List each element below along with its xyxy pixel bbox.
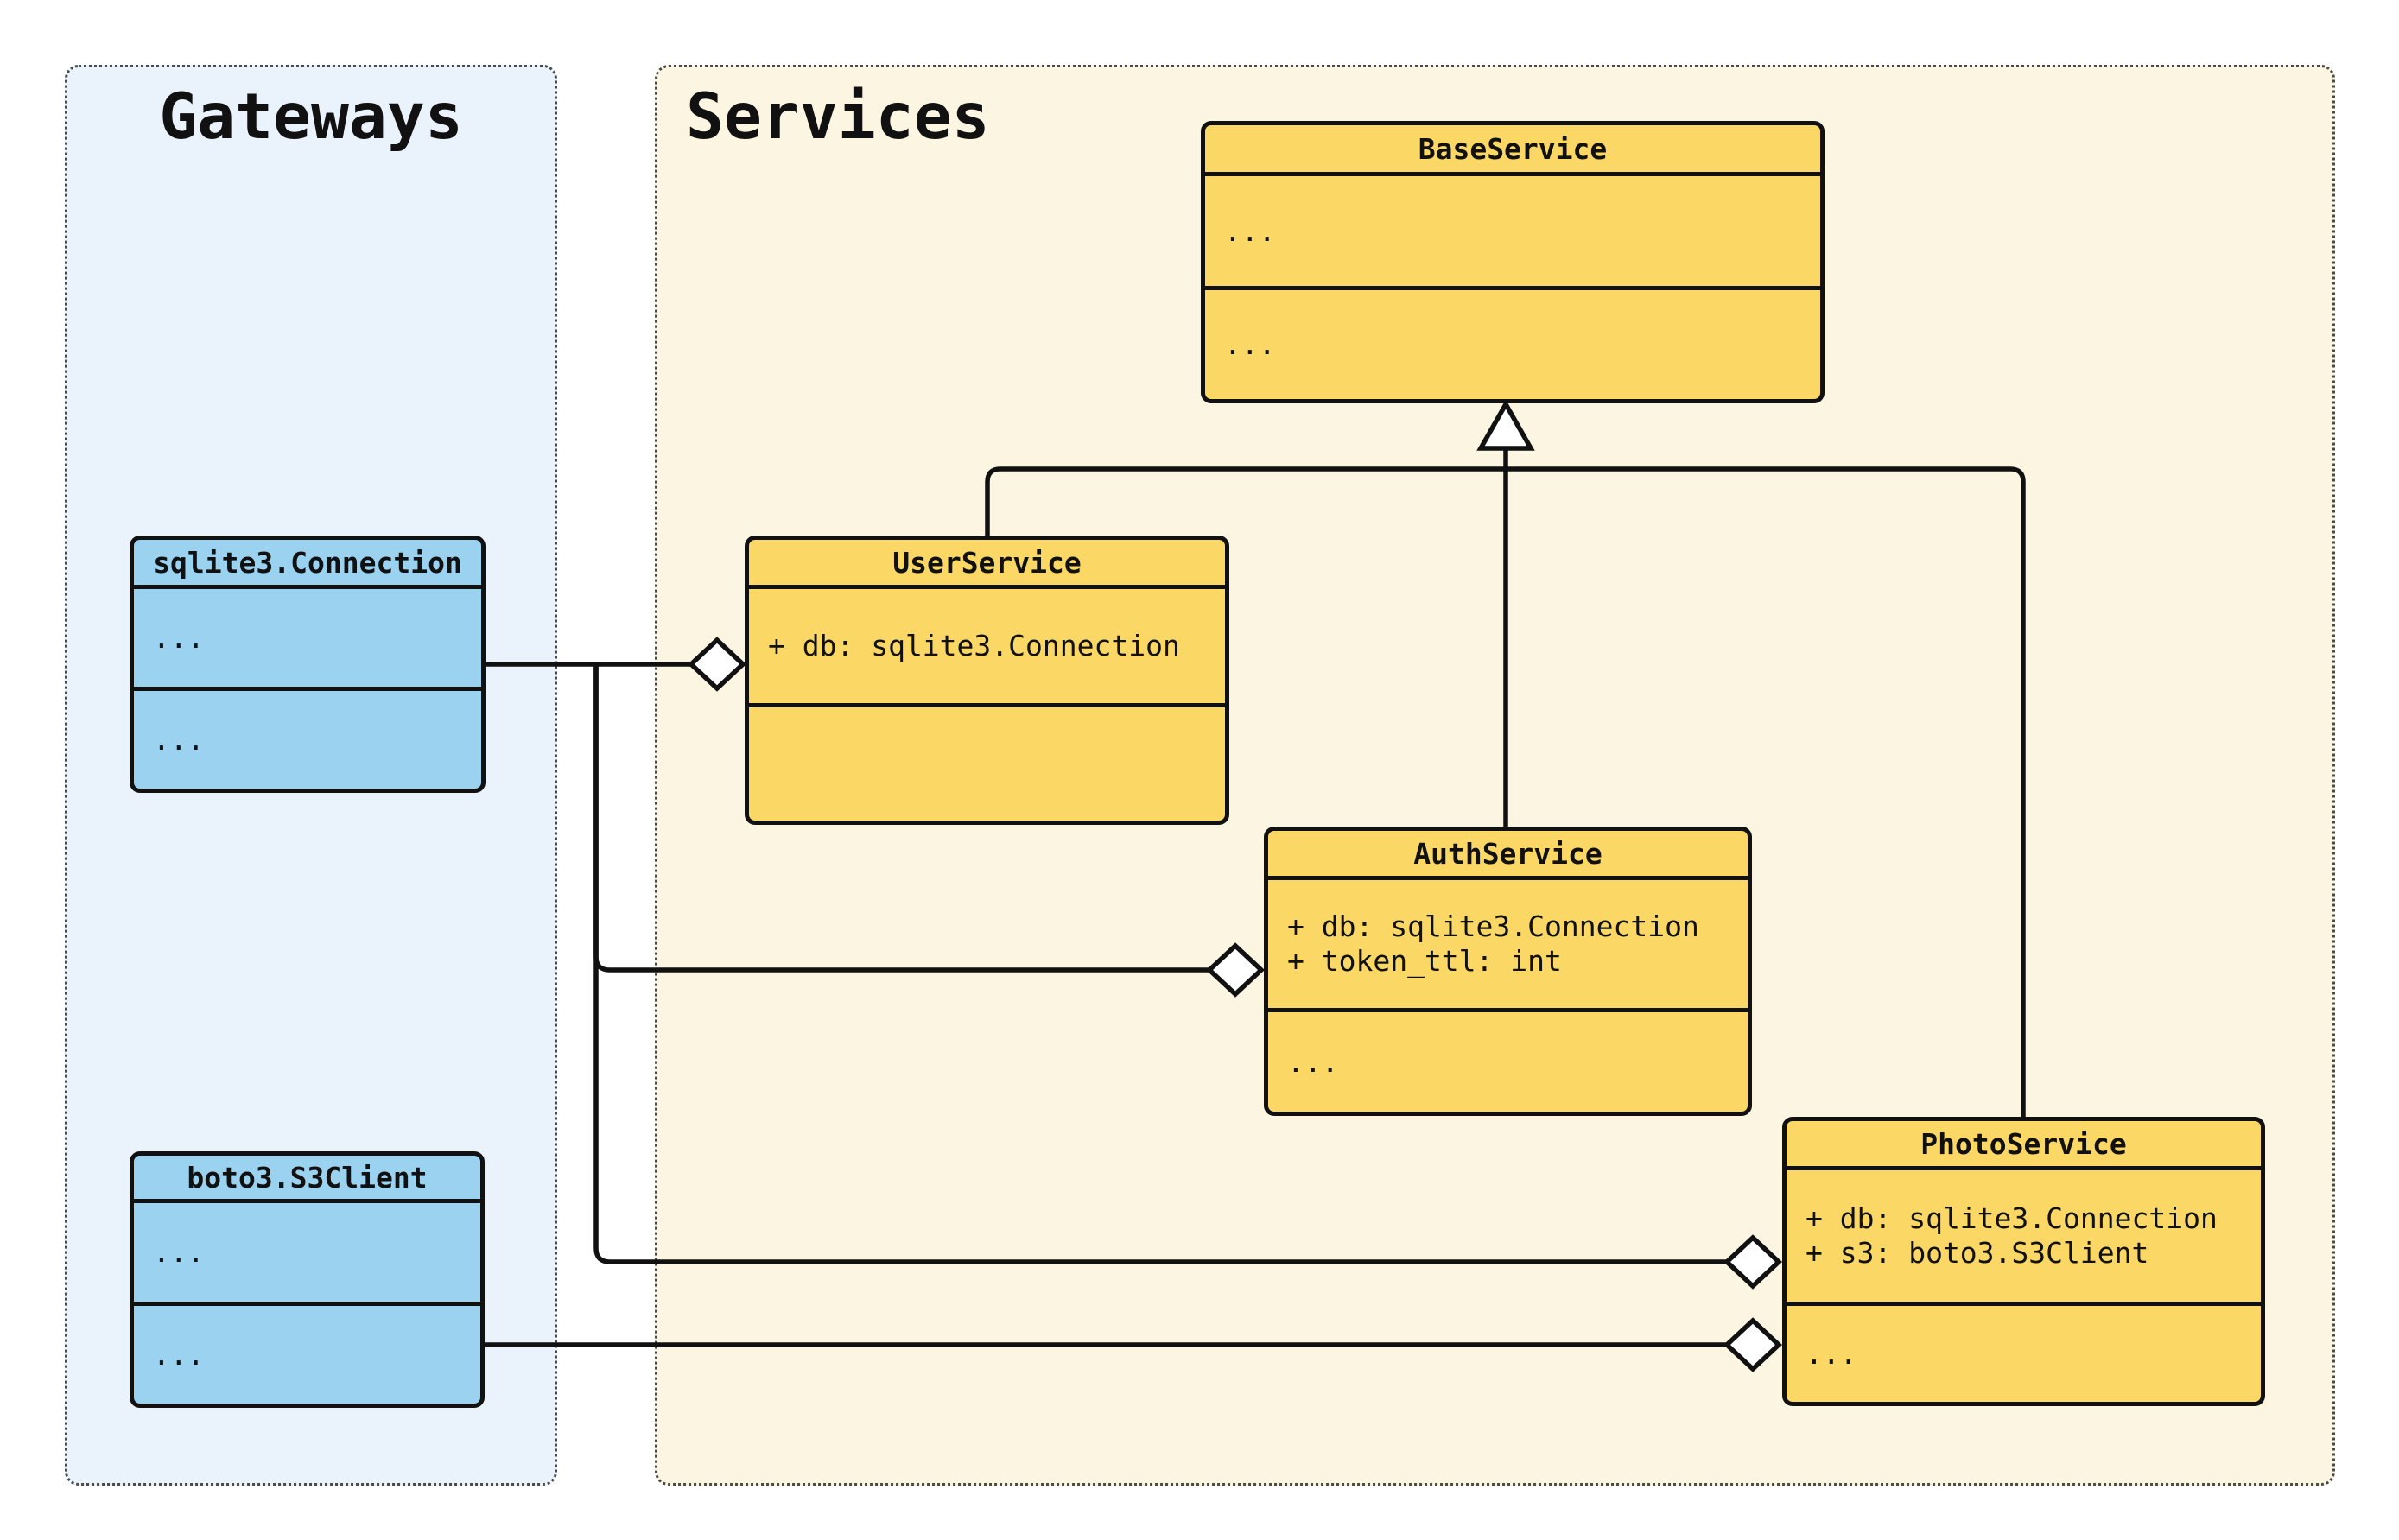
class-title-authservice: AuthService: [1268, 831, 1748, 880]
class-name-label: boto3.S3Client: [187, 1160, 428, 1195]
class-methods-sqlite3-connection: ...: [134, 691, 481, 789]
class-name-label: PhotoService: [1920, 1126, 2127, 1161]
class-methods-baseservice: ...: [1205, 290, 1820, 399]
class-name-label: sqlite3.Connection: [153, 545, 462, 580]
class-attributes-baseservice: ...: [1205, 176, 1820, 290]
class-title-photoservice: PhotoService: [1787, 1121, 2261, 1170]
class-box-boto3-s3client: boto3.S3Client ... ...: [130, 1151, 485, 1408]
class-attributes-photoservice: + db: sqlite3.Connection + s3: boto3.S3C…: [1787, 1170, 2261, 1306]
class-methods-photoservice: ...: [1787, 1306, 2261, 1402]
services-group-title: Services: [686, 80, 990, 154]
class-box-sqlite3-connection: sqlite3.Connection ... ...: [130, 536, 486, 793]
aggregation-line-sqlite-photoservice: [593, 664, 1727, 1264]
method-line: ...: [1806, 1336, 1857, 1371]
inheritance-triangle-arrowhead: [1476, 399, 1535, 451]
attribute-line: + token_ttl: int: [1287, 944, 1562, 978]
class-attributes-boto3-s3client: ...: [134, 1203, 480, 1306]
attribute-line: ...: [1224, 213, 1276, 248]
method-line: ...: [153, 1337, 205, 1372]
class-title-boto3-s3client: boto3.S3Client: [134, 1156, 480, 1203]
gateways-group-title: Gateways: [159, 80, 463, 154]
class-title-userservice: UserService: [749, 540, 1225, 589]
aggregation-diamond-photoservice-s3: [1723, 1317, 1783, 1372]
class-title-baseservice: BaseService: [1205, 125, 1820, 176]
class-attributes-userservice: + db: sqlite3.Connection: [749, 589, 1225, 707]
method-line: ...: [1287, 1044, 1339, 1079]
class-name-label: UserService: [892, 545, 1082, 580]
attribute-line: ...: [153, 620, 205, 655]
class-attributes-sqlite3-connection: ...: [134, 589, 481, 691]
class-box-userservice: UserService + db: sqlite3.Connection: [745, 536, 1229, 825]
class-methods-userservice: [749, 707, 1225, 821]
class-box-authservice: AuthService + db: sqlite3.Connection + t…: [1264, 827, 1752, 1116]
class-box-baseservice: BaseService ... ...: [1201, 121, 1825, 403]
attribute-line: ...: [153, 1235, 205, 1269]
method-line: ...: [153, 722, 205, 757]
attribute-line: + db: sqlite3.Connection: [1806, 1201, 2218, 1235]
class-methods-authservice: ...: [1268, 1012, 1748, 1112]
attribute-line: + db: sqlite3.Connection: [768, 629, 1180, 662]
class-title-sqlite3-connection: sqlite3.Connection: [134, 540, 481, 589]
aggregation-diamond-authservice: [1205, 942, 1266, 998]
class-box-photoservice: PhotoService + db: sqlite3.Connection + …: [1782, 1117, 2265, 1406]
class-name-label: AuthService: [1413, 836, 1603, 871]
class-methods-boto3-s3client: ...: [134, 1306, 480, 1404]
method-line: ...: [1224, 327, 1276, 361]
class-attributes-authservice: + db: sqlite3.Connection + token_ttl: in…: [1268, 880, 1748, 1012]
class-name-label: BaseService: [1418, 131, 1608, 166]
aggregation-diamond-userservice: [687, 637, 747, 692]
attribute-line: + s3: boto3.S3Client: [1806, 1236, 2149, 1270]
attribute-line: + db: sqlite3.Connection: [1287, 909, 1699, 943]
aggregation-diamond-photoservice-db: [1723, 1234, 1783, 1290]
